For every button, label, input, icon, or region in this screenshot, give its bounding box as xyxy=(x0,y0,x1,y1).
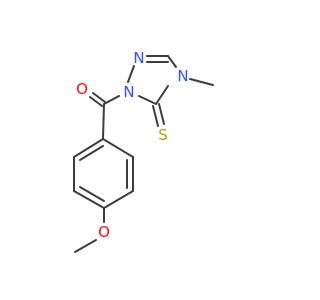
bond-ar-3-4 xyxy=(103,190,134,209)
thione-sulfur-label: S xyxy=(158,126,168,144)
bond-carbonyl-o-2 xyxy=(92,92,106,103)
methoxy-oxygen-label: O xyxy=(98,223,110,241)
bond-c5-s-2 xyxy=(158,103,165,125)
bonds xyxy=(73,55,214,253)
bond-c5-s-1 xyxy=(152,105,159,127)
triazole-n2-label: N xyxy=(133,49,144,67)
bond-ar-4-5-inner xyxy=(79,186,105,202)
bond-n4-methyl xyxy=(189,78,214,86)
bond-carbonyl-n1 xyxy=(103,95,120,105)
bond-n1-n2 xyxy=(127,65,135,83)
bond-c3-n4 xyxy=(167,55,177,68)
bond-methoxy-o-ch3 xyxy=(74,239,97,253)
bond-ar-6-1-inner xyxy=(79,145,104,161)
molecule-diagram: O N N N S O xyxy=(73,49,214,253)
bond-ar-4-5 xyxy=(73,190,105,209)
bond-ar-1-2 xyxy=(102,138,134,158)
bond-carbonyl-aryl xyxy=(102,103,105,140)
triazole-n1-label: N xyxy=(123,83,134,101)
bond-ar-6-1 xyxy=(73,138,104,158)
bond-carbonyl-o-1 xyxy=(89,96,103,107)
bond-c5-n1 xyxy=(138,95,157,105)
bond-n4-c5 xyxy=(155,85,169,105)
atom-labels: O N N N S O xyxy=(76,49,189,241)
triazole-n4-label: N xyxy=(177,67,188,85)
carbonyl-oxygen-label: O xyxy=(76,80,88,98)
structure-svg: O N N N S O xyxy=(73,49,214,253)
